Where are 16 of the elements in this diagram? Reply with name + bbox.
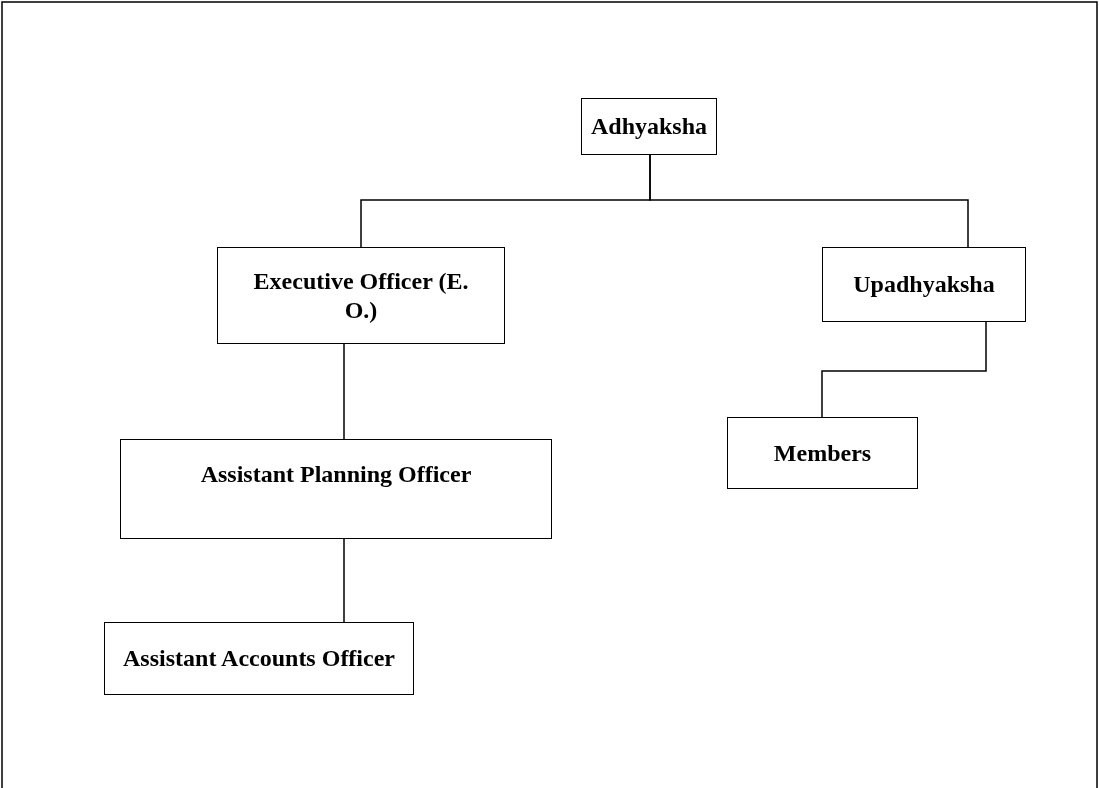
- role-title: Assistant Accounts Officer: [123, 644, 395, 673]
- connector-line: [343, 538, 345, 623]
- org-box: [822, 247, 1026, 322]
- role-title: Upadhyaksha: [853, 270, 995, 299]
- role-title: Adhyaksha: [590, 112, 708, 141]
- org-box: [217, 247, 505, 344]
- org-box: [104, 622, 414, 695]
- connector-line: [821, 321, 987, 418]
- org-box: [727, 417, 918, 489]
- role-title: Assistant Planning Officer: [200, 460, 472, 489]
- role-title: Executive Officer (E. O.): [252, 266, 470, 325]
- connector-line: [649, 154, 969, 248]
- connector-line: [343, 343, 345, 440]
- org-box: [581, 98, 717, 155]
- role-title: Members: [773, 438, 872, 468]
- org-box: [120, 439, 552, 539]
